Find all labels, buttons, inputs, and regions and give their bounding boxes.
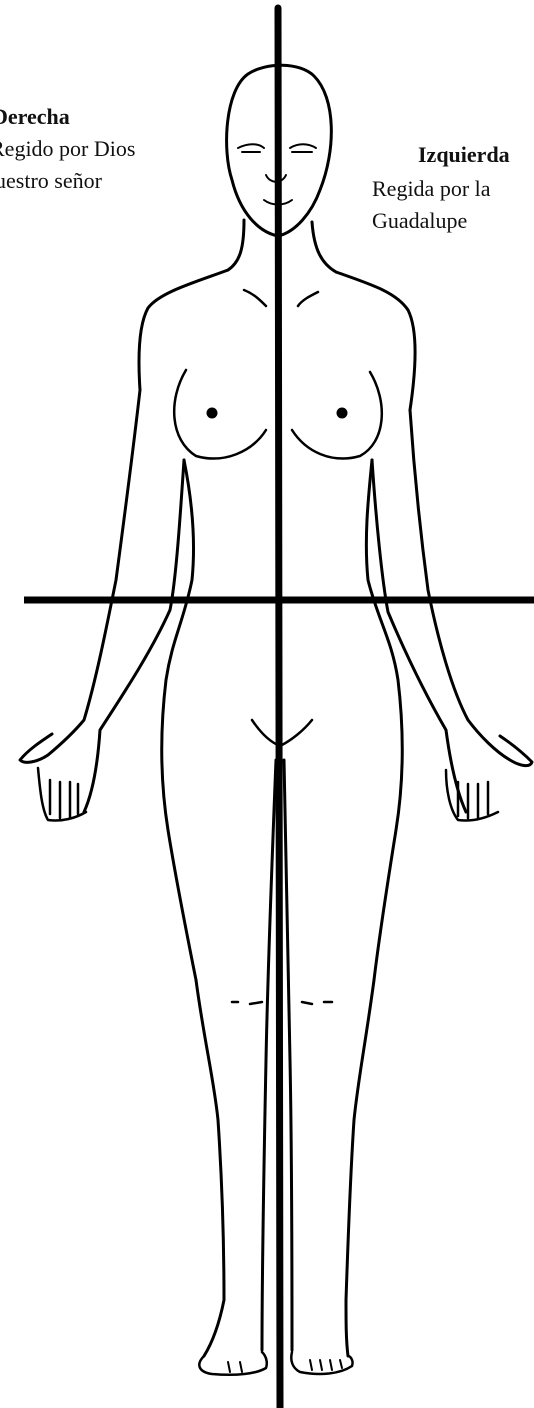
left-side-line1: Regida por la [372, 176, 491, 202]
nipple-right [338, 409, 346, 417]
left-arm-outer [20, 390, 140, 762]
nipple-left [208, 409, 216, 417]
right-arm-outer [410, 410, 532, 766]
left-eye [238, 144, 264, 152]
collarbone-left [244, 290, 266, 306]
torso-right [366, 460, 402, 980]
vertical-midline [278, 8, 280, 1408]
collarbone-right [298, 292, 318, 306]
outer-leg-right [346, 980, 374, 1356]
left-arm-inner [84, 460, 184, 812]
right-side-line2: nuestro señor [0, 168, 102, 194]
neck-left [228, 220, 244, 270]
right-side-line1: Regido por Dios [0, 136, 135, 162]
toes-left [228, 1362, 242, 1372]
right-eye [290, 144, 316, 152]
inner-leg-right [284, 760, 292, 1350]
knee-right [302, 1002, 332, 1004]
foot-left [199, 1352, 266, 1375]
inner-leg-left [262, 760, 276, 1350]
left-hand [38, 768, 86, 821]
toes-right [310, 1360, 342, 1370]
breast-left [174, 370, 266, 458]
left-side-heading: Izquierda [418, 142, 510, 168]
shoulder-right [336, 272, 415, 410]
knee-left [232, 1002, 262, 1004]
outer-leg-left [196, 980, 224, 1356]
neck-right [312, 222, 336, 272]
left-side-line2: Guadalupe [372, 208, 467, 234]
breast-right [292, 372, 382, 458]
right-side-heading: Derecha [0, 104, 70, 130]
